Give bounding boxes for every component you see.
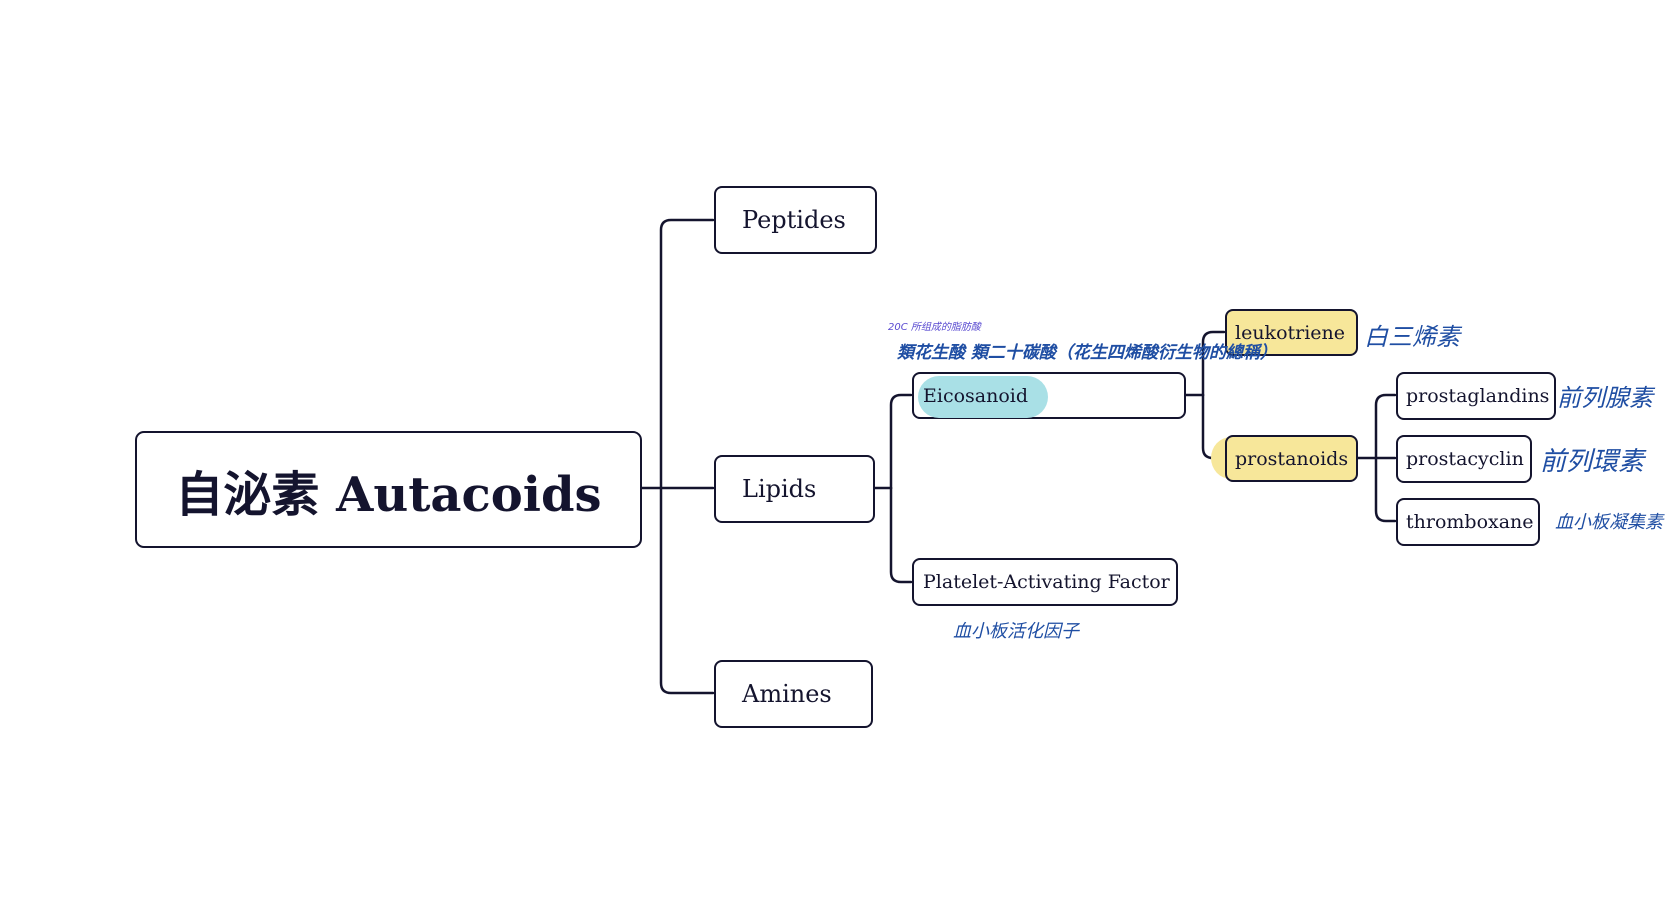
node-platelet-activating-factor[interactable]: Platelet-Activating Factor — [912, 558, 1178, 606]
node-peptides-label: Peptides — [742, 206, 846, 234]
connector-root-peptides — [659, 218, 715, 490]
node-thromboxane[interactable]: thromboxane — [1396, 498, 1540, 546]
node-prostaglandins-label: prostaglandins — [1406, 385, 1550, 407]
node-amines[interactable]: Amines — [714, 660, 873, 728]
node-thromboxane-label: thromboxane — [1406, 511, 1534, 533]
annotation-thromboxane: 血小板凝集素 — [1555, 512, 1663, 533]
node-lipids[interactable]: Lipids — [714, 455, 875, 523]
annotation-eicosanoid: 類花生酸 類二十碳酸（花生四烯酸衍生物的總稱） — [897, 343, 1277, 363]
node-paf-label: Platelet-Activating Factor — [923, 571, 1170, 593]
connector-prostanoids-prostaglandins — [1374, 393, 1397, 460]
node-peptides[interactable]: Peptides — [714, 186, 877, 254]
root-label: 自泌素 Autacoids — [175, 466, 602, 523]
connector-lipids-eicosanoid — [889, 393, 913, 490]
annotation-prostacyclin: 前列環素 — [1540, 447, 1645, 477]
connector-lipids-paf — [889, 486, 913, 584]
annotation-leukotriene: 白三烯素 — [1364, 323, 1460, 351]
node-prostacyclin[interactable]: prostacyclin — [1396, 435, 1532, 483]
node-prostacyclin-label: prostacyclin — [1406, 448, 1524, 470]
connector-eicosanoid-leukotriene — [1201, 330, 1226, 397]
root-node-autacoids[interactable]: 自泌素 Autacoids — [135, 431, 642, 548]
node-eicosanoid[interactable]: Eicosanoid — [912, 372, 1186, 419]
annotation-prostaglandins: 前列腺素 — [1557, 384, 1653, 412]
connector-prostanoids-thromboxane — [1374, 456, 1397, 523]
eicosanoid-highlight — [918, 376, 1048, 418]
node-leukotriene[interactable]: leukotriene — [1225, 309, 1358, 356]
annotation-eicosanoid-small: 20C 所组成的脂肪酸 — [888, 322, 981, 333]
node-amines-label: Amines — [742, 680, 832, 708]
node-prostanoids[interactable]: prostanoids — [1225, 435, 1358, 482]
connector-root-amines — [659, 486, 715, 695]
node-lipids-label: Lipids — [742, 475, 817, 503]
annotation-paf: 血小板活化因子 — [953, 621, 1079, 642]
node-leukotriene-label: leukotriene — [1235, 321, 1346, 344]
node-prostaglandins[interactable]: prostaglandins — [1396, 372, 1556, 420]
node-eicosanoid-label: Eicosanoid — [923, 384, 1029, 407]
node-prostanoids-label: prostanoids — [1235, 447, 1349, 470]
